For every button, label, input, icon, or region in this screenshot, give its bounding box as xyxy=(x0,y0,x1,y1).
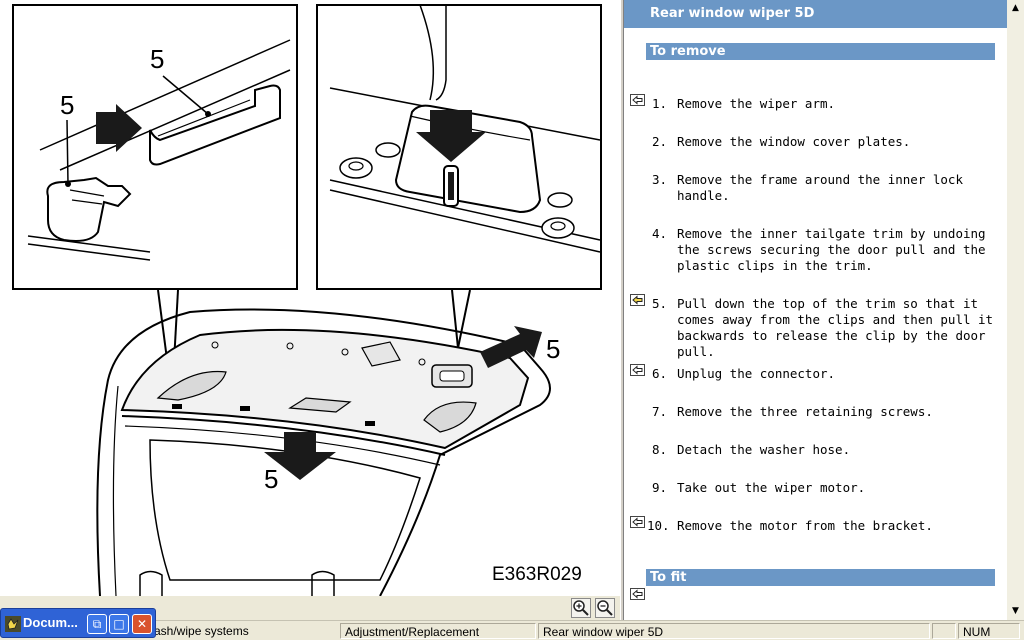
step-number: 2. xyxy=(652,134,668,149)
tailgate-trim-diagram xyxy=(12,4,602,596)
step-text: Remove the inner tailgate trim by undoin… xyxy=(677,226,986,273)
back-arrow-icon[interactable] xyxy=(630,516,645,528)
document-scrollbar[interactable]: ▲ ▼ xyxy=(1007,0,1024,620)
step-number: 7. xyxy=(652,404,668,419)
taskbar-button-label: Docum... xyxy=(23,615,78,630)
step-text: Take out the wiper motor. xyxy=(677,480,866,495)
close-icon: ✕ xyxy=(136,617,148,631)
maximize-icon: □ xyxy=(113,617,125,631)
zoom-out-icon xyxy=(597,600,613,616)
back-arrow-highlight-icon[interactable] xyxy=(630,294,645,306)
step-text: Remove the three retaining screws. xyxy=(677,404,933,419)
status-operation: Adjustment/Replacement xyxy=(340,623,536,639)
step-text: Remove the wiper arm. xyxy=(677,96,836,111)
step-number: 3. xyxy=(652,172,668,187)
zoom-in-icon xyxy=(573,600,589,616)
callout-label: 5 xyxy=(60,90,75,120)
callout-label: 5 xyxy=(150,44,165,74)
back-arrow-icon[interactable] xyxy=(630,364,645,376)
step-text: Remove the window cover plates. xyxy=(677,134,911,149)
step-number: 6. xyxy=(652,366,668,381)
restore-button[interactable]: ⧉ xyxy=(87,614,107,634)
zoom-in-button[interactable] xyxy=(571,598,591,618)
section-heading-remove: To remove xyxy=(646,43,995,60)
pane-splitter[interactable] xyxy=(620,0,624,620)
callout-label: 5 xyxy=(546,334,561,364)
status-num-lock: NUM xyxy=(958,623,1020,639)
status-topic: Rear window wiper 5D xyxy=(538,623,930,639)
zoom-out-button[interactable] xyxy=(595,598,615,618)
document-title: Rear window wiper 5D xyxy=(624,0,1007,28)
step-text: Unplug the connector. xyxy=(677,366,836,381)
status-empty xyxy=(932,623,956,639)
scroll-down-arrow-icon[interactable]: ▼ xyxy=(1012,606,1019,616)
document-app-icon xyxy=(5,616,21,632)
step-number: 5. xyxy=(652,296,668,311)
back-arrow-icon[interactable] xyxy=(630,94,645,106)
status-bar: ash/wipe systems Adjustment/Replacement … xyxy=(0,620,1024,640)
close-button[interactable]: ✕ xyxy=(132,614,152,634)
step-number: 10. xyxy=(647,518,670,533)
restore-icon: ⧉ xyxy=(92,617,102,631)
figure-code: E363R029 xyxy=(492,564,582,585)
step-number: 4. xyxy=(652,226,668,241)
scroll-up-arrow-icon[interactable]: ▲ xyxy=(1012,3,1019,13)
back-arrow-icon[interactable] xyxy=(630,588,645,600)
callout-label: 5 xyxy=(264,464,279,494)
status-section: ash/wipe systems xyxy=(154,624,249,638)
document-pane: Rear window wiper 5D To remove 1. Remove… xyxy=(624,0,1007,620)
step-text: Remove the frame around the inner lock h… xyxy=(677,172,963,203)
step-text: Pull down the top of the trim so that it… xyxy=(677,296,994,359)
section-heading-fit: To fit xyxy=(646,569,995,586)
maximize-button[interactable]: □ xyxy=(109,614,129,634)
illustration-pane: 5 5 5 5 E363R029 xyxy=(0,0,620,596)
step-number: 8. xyxy=(652,442,668,457)
step-text: Remove the motor from the bracket. xyxy=(677,518,933,533)
step-number: 9. xyxy=(652,480,668,495)
step-text: Detach the washer hose. xyxy=(677,442,851,457)
step-number: 1. xyxy=(652,96,668,111)
taskbar-button[interactable]: Docum... ⧉ □ ✕ xyxy=(0,608,156,638)
